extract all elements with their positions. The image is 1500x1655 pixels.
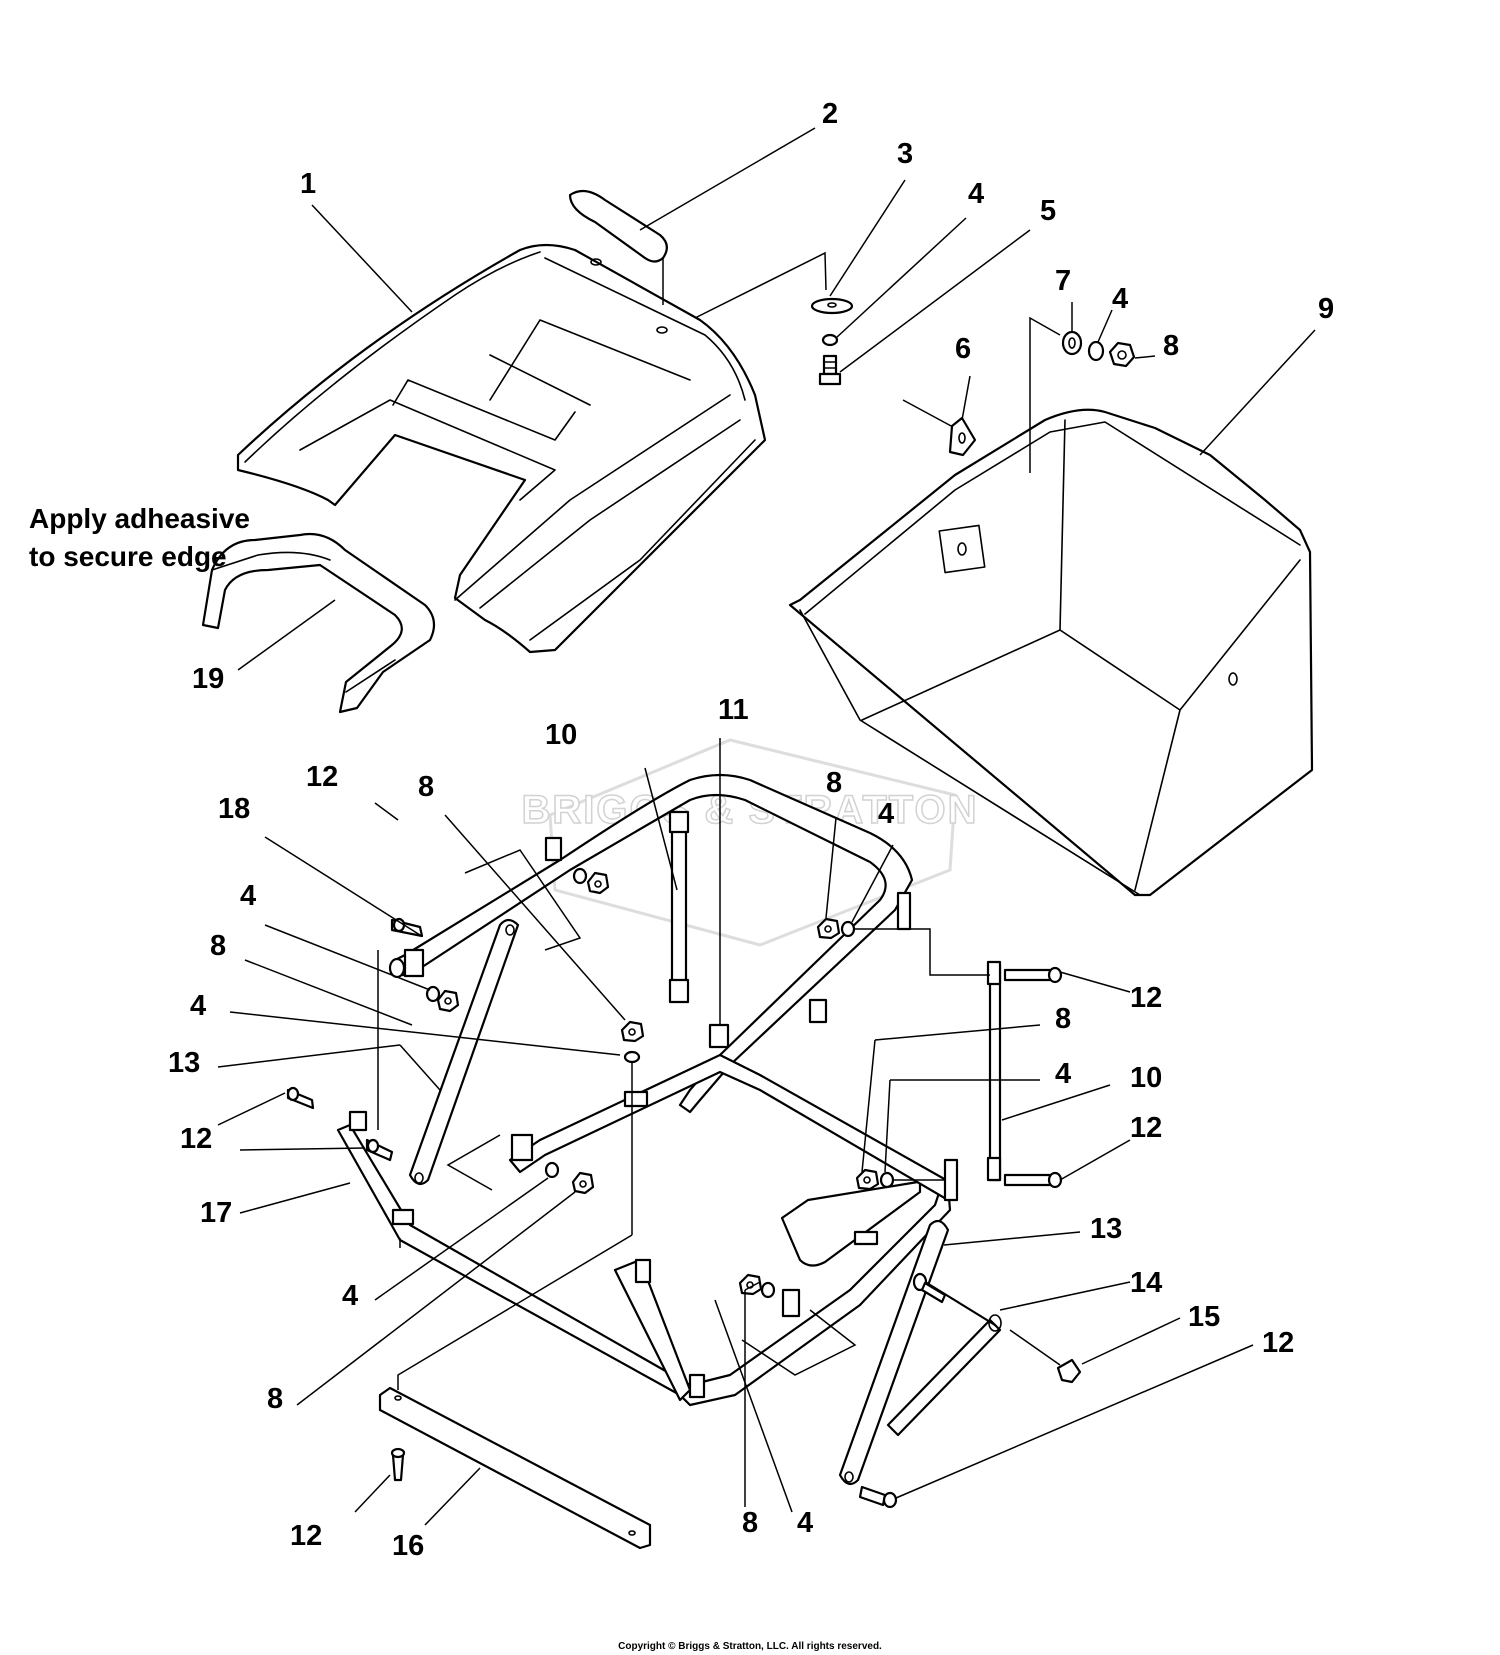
bag-hardware <box>1029 316 1136 473</box>
callout-16: 16 <box>392 1530 424 1562</box>
note-line-1: Apply adheasive <box>29 503 250 534</box>
screw-5 <box>822 354 838 376</box>
callout-8c: 8 <box>826 767 842 799</box>
nut-8a <box>1108 341 1136 368</box>
cover <box>236 243 767 654</box>
callout-8a: 8 <box>1163 330 1179 362</box>
callout-12b: 12 <box>1130 982 1162 1014</box>
lock-washer-4 <box>821 333 839 347</box>
callout-10b: 10 <box>1130 1062 1162 1094</box>
callout-13a: 13 <box>168 1047 200 1079</box>
callout-18: 18 <box>218 793 250 825</box>
leader-lines <box>217 127 1316 1526</box>
callout-7: 7 <box>1055 265 1071 297</box>
callout-4f: 4 <box>1055 1058 1071 1090</box>
handle-hardware <box>694 251 854 386</box>
callout-13b: 13 <box>1090 1213 1122 1245</box>
callout-12c: 12 <box>1130 1112 1162 1144</box>
callout-14: 14 <box>1130 1267 1162 1299</box>
callout-4d: 4 <box>240 880 256 912</box>
callout-4g: 4 <box>342 1280 358 1312</box>
edge-trim <box>201 532 436 714</box>
callouts: 1 2 3 4 5 6 7 4 8 9 19 10 11 12 8 8 4 18… <box>168 98 1334 1562</box>
callout-6: 6 <box>955 333 971 365</box>
adhesive-note: Apply adheasive to secure edge <box>29 503 250 572</box>
callout-3: 3 <box>897 138 913 170</box>
washer-3 <box>810 297 854 315</box>
callout-8g: 8 <box>742 1507 758 1539</box>
callout-8e: 8 <box>1055 1003 1071 1035</box>
callout-17: 17 <box>200 1197 232 1229</box>
callout-10a: 10 <box>545 719 577 751</box>
callout-9: 9 <box>1318 293 1334 325</box>
callout-4b: 4 <box>1112 283 1128 315</box>
callout-8f: 8 <box>267 1383 283 1415</box>
callout-4c: 4 <box>878 798 894 830</box>
callout-4e: 4 <box>190 990 206 1022</box>
bag-bottom <box>788 408 1314 897</box>
callout-12d: 12 <box>180 1123 212 1155</box>
callout-12e: 12 <box>1262 1327 1294 1359</box>
clip <box>902 399 977 457</box>
callout-4a: 4 <box>968 178 984 210</box>
callout-4h: 4 <box>797 1507 813 1539</box>
lock-washer-4b <box>1087 340 1105 362</box>
callout-8d: 8 <box>210 930 226 962</box>
callout-15: 15 <box>1188 1301 1220 1333</box>
callout-8b: 8 <box>418 771 434 803</box>
flat-washer-7 <box>1061 330 1083 356</box>
copyright-text: Copyright © Briggs & Stratton, LLC. All … <box>618 1641 882 1652</box>
callout-12f: 12 <box>290 1520 322 1552</box>
callout-1: 1 <box>300 168 316 200</box>
frame-assembly <box>336 738 1082 1550</box>
callout-2: 2 <box>822 98 838 130</box>
callout-5: 5 <box>1040 195 1056 227</box>
callout-19: 19 <box>192 663 224 695</box>
note-line-2: to secure edge <box>29 541 227 572</box>
callout-12a: 12 <box>306 761 338 793</box>
frame-hardware <box>286 867 1063 1509</box>
callout-11: 11 <box>718 694 749 726</box>
handle <box>568 189 668 305</box>
